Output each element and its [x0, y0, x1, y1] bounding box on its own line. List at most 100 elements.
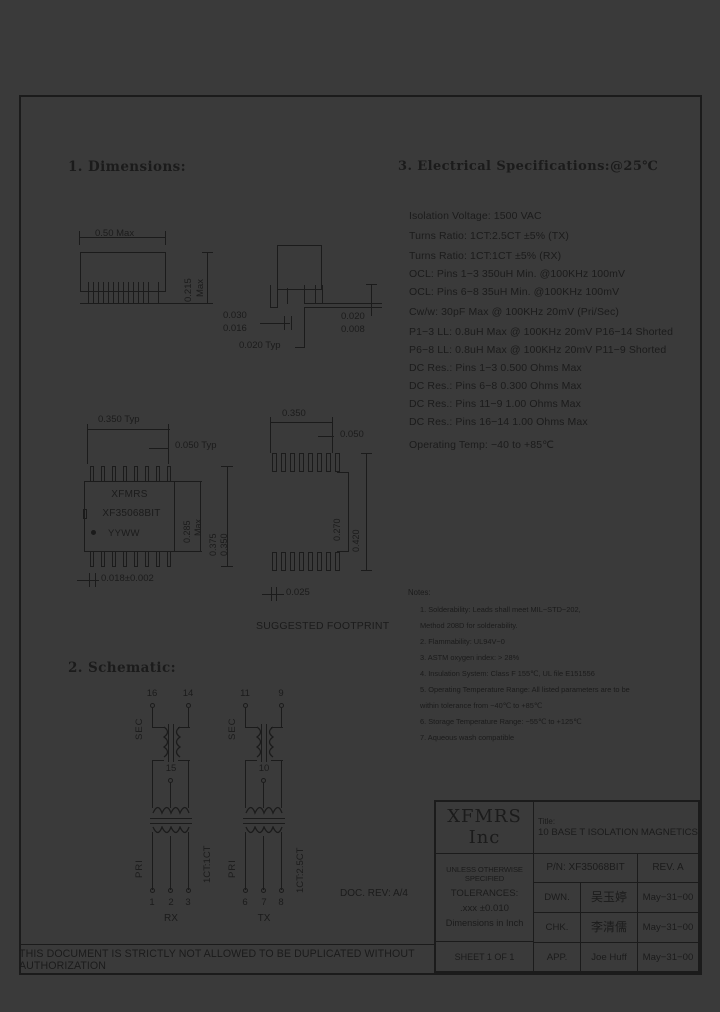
electrical-spec-line: Turns Ratio: 1CT:2.5CT ±5% (TX) — [409, 230, 569, 242]
side-view-width-label: 0.50 Max — [95, 228, 135, 239]
lead-width-tol-label: 0.018±0.002 — [101, 573, 154, 584]
top-view-drawing: 0.350 Typ 0.050 Typ XFMRS XF35068BIT YYW… — [72, 396, 262, 596]
rx-sec-ct-pin: 15 — [165, 763, 177, 774]
lead-thk-lower-label: 0.008 — [341, 324, 365, 335]
rx-sec-coil-right — [175, 726, 182, 758]
tx-terminal-11 — [243, 703, 248, 708]
tx-terminal-6 — [243, 888, 248, 893]
tx-pri-pin-8: 8 — [278, 897, 284, 908]
footprint-inner-gap-label: 0.270 — [332, 518, 342, 541]
electrical-spec-line: P6−8 LL: 0.8uH Max @ 100KHz 20mV P11−9 S… — [409, 344, 667, 356]
note-item: 1. Solderability: Leads shall meet MIL−S… — [420, 605, 581, 614]
tolerances-caption: TOLERANCES: — [450, 888, 519, 900]
dwn-date-cell: May−31−00 — [638, 883, 698, 913]
rx-terminal-14 — [186, 703, 191, 708]
footprint-span-label: 0.350 — [282, 408, 306, 419]
end-view-drawing: 0.030 0.016 0.020 0.008 0.020 Typ — [223, 232, 390, 372]
title-text: 10 BASE T ISOLATION MAGNETICS — [538, 826, 698, 838]
tx-sec-lower-winding — [245, 806, 283, 815]
side-view-height-label-1: 0.215 — [183, 278, 194, 302]
electrical-spec-line: DC Res.: Pins 16−14 1.00 Ohms Max — [409, 416, 588, 428]
chk-name-cell: 李清儒 — [581, 913, 638, 943]
note-item: within tolerance from −40℃ to +85℃ — [420, 701, 543, 710]
part-marking-datecode: YYWW — [108, 528, 140, 539]
electrical-spec-line: Operating Temp: −40 to +85℃ — [409, 439, 555, 451]
tx-sec-label: SEC — [227, 717, 238, 740]
company-logo: XFMRS Inc — [436, 802, 534, 854]
tx-pri-label: PRI — [227, 859, 238, 878]
note-item: Method 208D for solderability. — [420, 621, 518, 630]
title-caption: Title: — [538, 817, 556, 827]
standoff-label: 0.020 Typ — [239, 340, 281, 351]
body-depth-label-1: 0.285 — [182, 520, 192, 543]
chk-role-cell: CHK. — [534, 913, 581, 943]
app-date-cell: May−31−00 — [642, 952, 694, 964]
electrical-spec-line: Cw/w: 30pF Max @ 100KHz 20mV (Pri/Sec) — [409, 306, 619, 318]
sheet-cell: SHEET 1 OF 1 — [436, 942, 534, 973]
footprint-outer-span-label: 0.420 — [351, 529, 361, 552]
body-depth-label-2: Max — [193, 518, 203, 536]
footprint-pitch-label: 0.050 — [340, 429, 364, 440]
rx-terminal-3 — [186, 888, 191, 893]
note-item: 5. Operating Temperature Range: All list… — [420, 685, 630, 694]
part-marking-line2: XF35068BIT — [102, 508, 161, 519]
tolerance-value: .xxx ±0.010 — [460, 903, 509, 915]
tx-terminal-9 — [279, 703, 284, 708]
tx-terminal-7 — [261, 888, 266, 893]
doc-rev-label: DOC. REV: A/4 — [340, 888, 408, 899]
part-marking-line1: XFMRS — [111, 489, 148, 500]
electrical-spec-line: Turns Ratio: 1CT:1CT ±5% (RX) — [409, 250, 562, 262]
overall-label-1: 0.375 — [208, 533, 218, 556]
tx-name-label: TX — [257, 913, 271, 924]
electrical-spec-line: OCL: Pins 1−3 350uH Min. @100KHz 100mV — [409, 268, 626, 280]
tx-sec-coil-right — [268, 726, 275, 758]
schematic-heading: 2. Schematic: — [68, 660, 176, 676]
tx-sec-coil-left — [255, 726, 262, 758]
app-role-cell: APP. — [534, 943, 581, 973]
note-item: 3. ASTM oxygen index: > 28% — [420, 653, 520, 662]
notes-list: 1. Solderability: Leads shall meet MIL−S… — [420, 605, 700, 742]
tx-pri-winding — [245, 826, 283, 834]
tx-sec-ct-pin: 10 — [258, 763, 270, 774]
rx-pri-pin-3: 3 — [185, 897, 191, 908]
note-item: 7. Aqueous wash compatible — [420, 733, 515, 742]
drawing-frame — [19, 95, 702, 975]
unless-specified-note: UNLESS OTHERWISE SPECIFIED — [446, 864, 523, 883]
tx-sec-pin-11: 11 — [240, 688, 250, 699]
rx-pri-pin-1: 1 — [149, 897, 155, 908]
note-item: 4. Insulation System: Class F 155℃, UL f… — [420, 669, 595, 678]
schematic-rx: 1 6 14 SEC 15 — [134, 688, 275, 928]
tx-pri-pin-7: 7 — [261, 897, 267, 908]
lead-thk-upper-label: 0.020 — [341, 311, 365, 322]
overall-label-2: 0.350 — [219, 533, 229, 556]
rx-sec-coil-left — [162, 726, 169, 758]
electrical-spec-line: Isolation Voltage: 1500 VAC — [409, 210, 542, 222]
body-width-label: 0.350 Typ — [98, 414, 140, 425]
pitch-label: 0.050 Typ — [175, 440, 217, 451]
note-item: 6. Storage Temperature Range: −55℃ to +1… — [420, 717, 582, 726]
note-item: 2. Flammability: UL94V−0 — [420, 637, 505, 646]
electrical-spec-line: P1−3 LL: 0.8uH Max @ 100KHz 20mV P16−14 … — [409, 326, 674, 338]
electrical-spec-line: DC Res.: Pins 6−8 0.300 Ohms Max — [409, 380, 582, 392]
rx-sec-label: SEC — [134, 717, 145, 740]
electrical-heading: 3. Electrical Specifications:@25℃ — [398, 159, 659, 174]
electrical-spec-line: DC Res.: Pins 11−9 1.00 Ohms Max — [409, 398, 581, 410]
lead-width-upper-label: 0.030 — [223, 310, 247, 321]
side-view-drawing: 0.50 Max 0.215 Max — [75, 225, 225, 325]
rx-sec-lower-winding — [152, 806, 190, 815]
tx-pri-pin-6: 6 — [242, 897, 248, 908]
pin1-dot-icon — [91, 530, 96, 535]
side-view-height-label-2: Max — [195, 279, 206, 297]
footprint-caption: SUGGESTED FOOTPRINT — [256, 620, 390, 632]
app-name-cell: Joe Huff — [581, 943, 638, 973]
rx-sec-pin-14: 14 — [182, 688, 194, 699]
dwn-role-cell: DWN. — [534, 883, 581, 913]
rx-terminal-1 — [150, 888, 155, 893]
dimensions-heading: 1. Dimensions: — [68, 159, 187, 175]
chk-date-cell: May−31−00 — [638, 913, 698, 943]
notes-heading: Notes: — [408, 588, 431, 597]
footprint-drawing: 0.350 0.050 0.270 0.420 — [256, 404, 398, 634]
dwn-name-cell: 吴玉婷 — [581, 883, 638, 913]
electrical-spec-line: OCL: Pins 6−8 35uH Min. @100KHz 100mV — [409, 286, 620, 298]
